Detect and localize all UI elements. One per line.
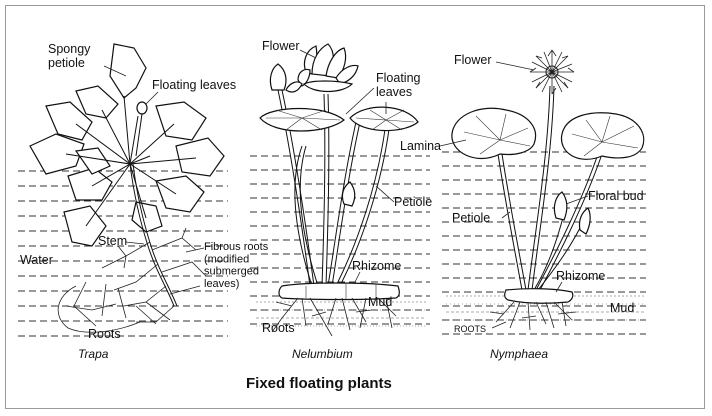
trapa-roots [57,281,175,333]
nymphaea-flower-label: Flower [454,53,492,67]
nelumbium-bud [269,63,303,93]
nelumbium-flower-pointer [299,49,317,59]
trapa-stem-label: Stem [98,234,127,248]
nymphaea-floral-bud-label: Floral bud [588,189,644,203]
label-line: petiole [48,56,85,70]
nymphaea-floral-bud-pointer [565,195,589,205]
nymphaea-rhizome-label: Rhizome [556,269,605,283]
trapa-petioles [65,95,197,227]
figure-title: Fixed floating plants [246,375,392,392]
nymphaea-rhizome [504,288,574,304]
nymphaea-mud-label: Mud [610,301,634,315]
nelumbium-floating-leaves [259,106,419,132]
trapa-spongy-petiole-pointer [103,65,127,77]
trapa-illustration [18,43,228,337]
nelumbium-caption: Nelumbium [292,347,353,361]
label-line: Fibrous roots [204,241,269,253]
label-line: leaves [376,85,412,99]
trapa-caption: Trapa [78,347,109,361]
nelumbium-mud [256,301,426,327]
trapa-fibrous-roots-pointer [185,247,205,253]
trapa-roots-label: Roots [88,327,121,341]
trapa-water-lines [18,170,228,337]
nelumbium-floating-leaves-pointer-1 [345,87,375,115]
label-line: leaves) [204,278,239,290]
nymphaea-illustration [442,49,646,335]
trapa-stem [129,163,178,307]
nymphaea-lamina-label: Lamina [400,139,441,153]
nelumbium-flower [297,43,359,93]
nymphaea-flower-pointer [495,61,535,71]
nymphaea-petiole-pointer [501,211,511,219]
trapa-fibrous-roots [101,227,207,307]
nelumbium-submerged-bud [341,181,356,207]
label-line: Floating [376,71,421,85]
nelumbium-rhizome-label: Rhizome [352,259,401,273]
nelumbium-flower-label: Flower [262,39,300,53]
nelumbium-rhizome [278,282,400,301]
trapa-floating-leaves [29,43,225,247]
nymphaea-rhizome-pointer [555,281,563,293]
nymphaea-lamina-pointer [439,139,467,147]
nymphaea-petioles [497,85,603,291]
label-line: submerged [204,266,259,278]
nymphaea-flower [529,49,575,95]
nelumbium-roots [271,297,397,337]
nymphaea-floral-bud [553,191,591,235]
nelumbium-petiole-label: Petiole [394,195,432,209]
nymphaea-roots-pointer [491,321,507,329]
nelumbium-mud-label: Mud [368,295,392,309]
nelumbium-illustration [250,43,430,337]
nymphaea-lamina [451,107,645,160]
trapa-stem-pointer [125,241,145,245]
nymphaea-petiole-label: Petiole [452,211,490,225]
nymphaea-roots-label: ROOTS [454,324,486,334]
nymphaea-caption: Nymphaea [490,347,548,361]
nelumbium-roots-label: Roots [262,321,295,335]
label-line: Spongy [48,42,91,56]
nymphaea-roots [489,301,577,331]
label-line: (modified [204,253,249,265]
trapa-floating-leaves-label: Floating leaves [152,78,236,92]
trapa-floating-leaves-pointer [145,91,159,105]
nelumbium-petiole-pointer [375,185,395,203]
trapa-water-label: Water [20,253,53,267]
nelumbium-rhizome-pointer [353,271,361,285]
